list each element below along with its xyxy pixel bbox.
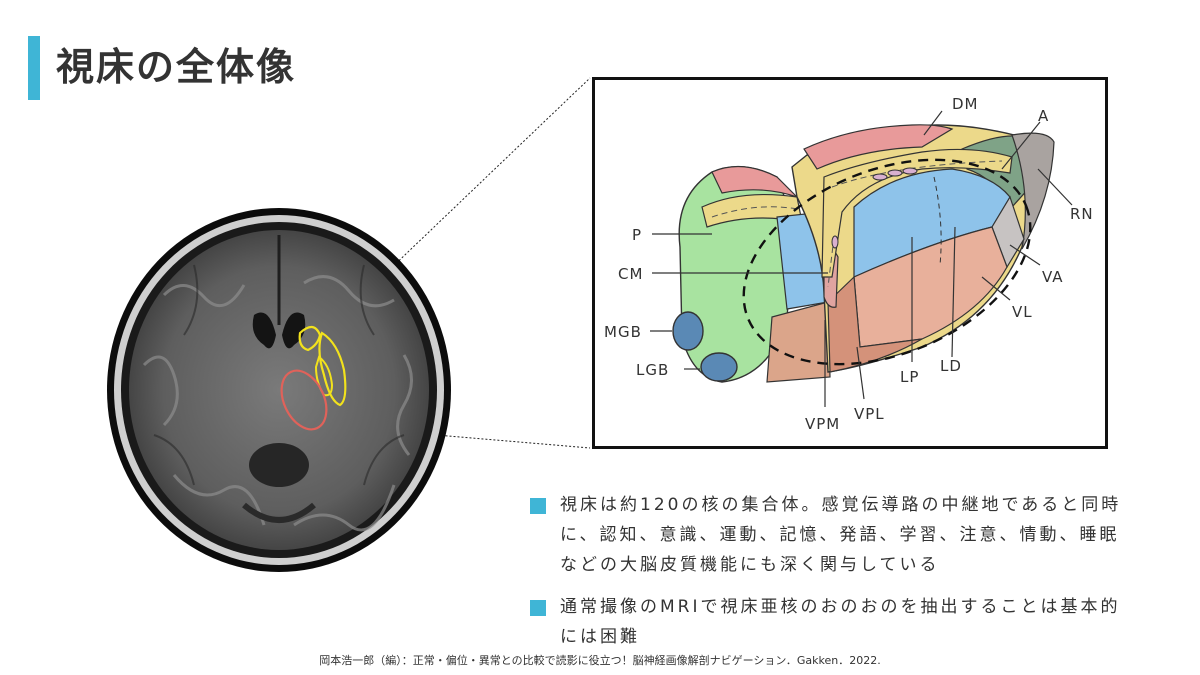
mri-axial-image: [107, 208, 451, 572]
label-mgb: MGB: [604, 323, 642, 341]
bullet-square: [530, 600, 546, 616]
label-p: P: [632, 226, 642, 244]
bullet-line: 視床は約120の核の集合体。感覚伝導路の中継地であると同時: [560, 495, 1122, 515]
mgb-nucleus: [672, 311, 704, 351]
bullet-line: 通常撮像のMRIで視床亜核のおのおのを抽出することは基本的: [560, 597, 1121, 617]
bullet-line: に、認知、意識、運動、記憶、発語、学習、注意、情動、睡眠: [560, 525, 1120, 545]
vl-nucleus: [853, 226, 1008, 348]
thalamus-outline: [742, 158, 1032, 366]
label-a: A: [1038, 107, 1049, 125]
thalamus-diagram: DM A RN P CM MGB LGB VA VL LP LD VPM VPL: [592, 77, 1108, 449]
title-accent-bar: [28, 36, 40, 100]
bullet-item: 視床は約120の核の集合体。感覚伝導路の中継地であると同時 に、認知、意識、運動…: [530, 490, 1170, 580]
label-vl: VL: [1012, 303, 1033, 321]
label-cm: CM: [618, 265, 643, 283]
bullet-line: には困難: [560, 627, 640, 647]
label-vpm: VPM: [805, 415, 840, 433]
label-va: VA: [1042, 268, 1064, 286]
vpl-vpm-region: [827, 275, 923, 373]
page-title: 視床の全体像: [56, 45, 297, 89]
bullet-square: [530, 498, 546, 514]
citation: 岡本浩一郎（編）：正常・偏位・異常との比較で読影に役立つ！脳神経画像解剖ナビゲー…: [319, 654, 881, 667]
label-dm: DM: [952, 95, 979, 113]
label-lp: LP: [900, 368, 919, 386]
bullet-line: などの大脳皮質機能にも深く関与している: [560, 555, 940, 575]
lgb-nucleus: [700, 352, 738, 382]
label-rn: RN: [1070, 205, 1094, 223]
label-vpl: VPL: [854, 405, 885, 423]
label-lgb: LGB: [636, 361, 669, 379]
bullet-item: 通常撮像のMRIで視床亜核のおのおのを抽出することは基本的 には困難: [530, 592, 1170, 652]
label-ld: LD: [940, 357, 962, 375]
bullet-list: 視床は約120の核の集合体。感覚伝導路の中継地であると同時 に、認知、意識、運動…: [530, 490, 1170, 664]
reticular-nucleus: [1011, 132, 1055, 250]
